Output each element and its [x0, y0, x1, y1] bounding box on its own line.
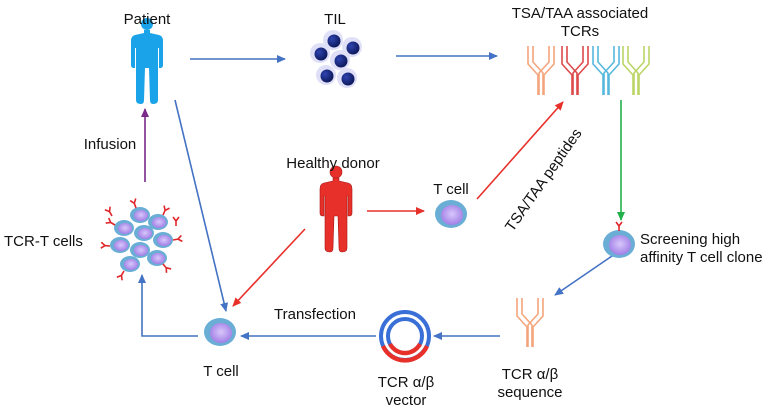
tcr-sequence-icon	[516, 297, 544, 348]
tcr-t-cells-cluster-icon	[99, 197, 184, 282]
tcr-orange-icon	[527, 45, 555, 96]
arrow-patient-to-tcell	[174, 99, 229, 312]
mid-tcell-icon	[435, 200, 467, 228]
patient-figure-icon	[131, 18, 163, 104]
screening-label-line2: affinity T cell clone	[640, 249, 763, 266]
til-cluster-icon	[310, 30, 362, 88]
sequence-label-line2: sequence	[497, 384, 563, 401]
tcr-t-cells-label: TCR-T cells	[4, 233, 83, 250]
vector-label-line1: TCR α/β	[377, 374, 435, 391]
donor-figure-icon	[319, 165, 353, 253]
sequence-label-line1: TCR α/β	[501, 366, 559, 383]
bottom-tcell-icon	[204, 318, 236, 346]
arrow-tcell-to-tcrt	[138, 274, 198, 337]
infusion-label: Infusion	[83, 136, 137, 153]
screening-tcell-icon	[603, 221, 635, 258]
arrow-screening-to-sequence	[554, 255, 613, 296]
tcrs-label-line2: TCRs	[560, 23, 600, 40]
tcr-green-icon	[622, 45, 650, 96]
til-label: TIL	[324, 11, 346, 28]
tcr-red-icon	[561, 45, 589, 96]
patient-label: Patient	[123, 11, 171, 28]
transfection-label: Transfection	[274, 306, 356, 323]
arrow-midtcell-to-tcrs	[476, 101, 564, 200]
tcrs-label-line1: TSA/TAA associated	[511, 5, 649, 22]
screening-label-line1: Screening high	[640, 231, 741, 248]
arrow-donor-to-tcell	[232, 228, 306, 307]
tcr-blue-icon	[592, 45, 620, 96]
vector-label-line2: vector	[385, 392, 427, 409]
vector-plasmid-icon	[379, 310, 431, 363]
bottom-tcell-label: T cell	[203, 363, 239, 380]
healthy-donor-label: Healthy donor	[286, 155, 380, 172]
mid-tcell-label: T cell	[433, 181, 469, 198]
